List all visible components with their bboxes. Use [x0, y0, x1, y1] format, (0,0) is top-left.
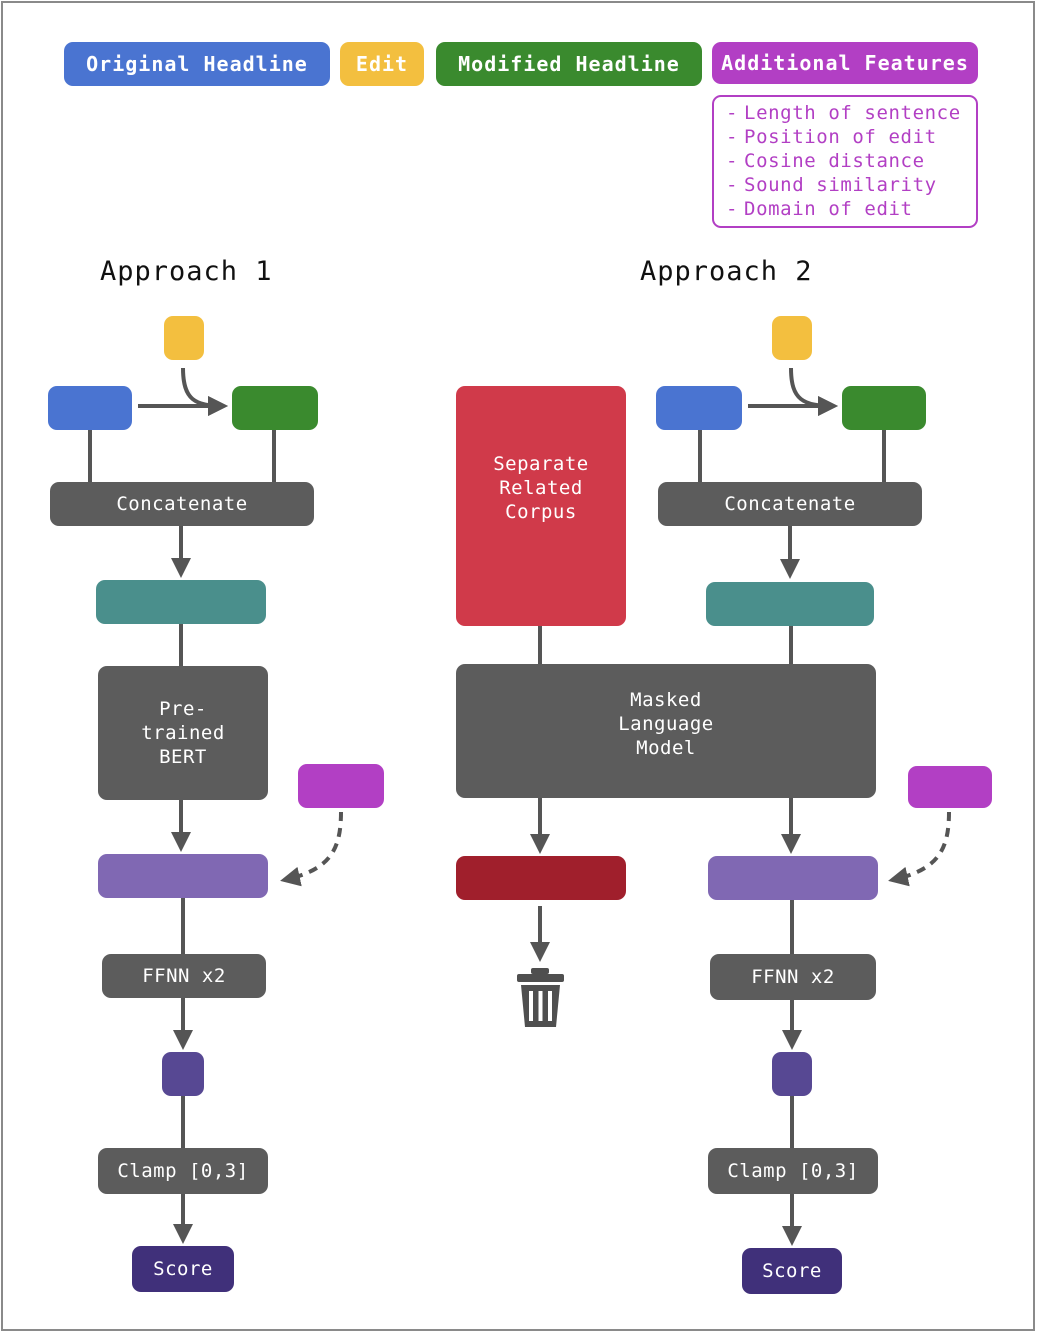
feature-item: -Length of sentence	[726, 102, 961, 124]
feature-item: -Cosine distance	[726, 150, 925, 172]
a2-features-node	[908, 766, 992, 808]
features-to-combined-arrow-2	[888, 811, 951, 887]
features-to-combined-arrow	[280, 811, 343, 887]
a2-clamp: Clamp [0,3]	[708, 1148, 878, 1194]
approach-1-title: Approach 1	[100, 256, 273, 287]
a1-ffnn: FFNN x2	[102, 954, 266, 998]
legend-additional-features: Additional Features	[712, 42, 978, 84]
legend-original-headline: Original Headline	[64, 42, 330, 86]
a2-combined-node	[708, 856, 878, 900]
a1-score: Score	[132, 1246, 234, 1292]
a2-discarded-node	[456, 856, 626, 900]
a2-separate-related-corpus: Separate Related Corpus	[456, 386, 626, 626]
edit-to-modified-arrow	[181, 367, 228, 416]
a1-original-node	[48, 386, 132, 430]
trash-icon	[517, 968, 564, 1027]
legend-edit: Edit	[340, 42, 424, 86]
a2-embedding-node	[706, 582, 874, 626]
legend-modified-headline: Modified Headline	[436, 42, 702, 86]
a1-embedding-node	[96, 580, 266, 624]
feature-item: -Domain of edit	[726, 198, 913, 220]
approach-2-title: Approach 2	[640, 256, 813, 287]
a2-original-node	[656, 386, 742, 430]
a1-pretrained-bert: Pre- trained BERT	[98, 666, 268, 800]
a1-concatenate: Concatenate	[50, 482, 314, 526]
a2-output-node	[772, 1052, 812, 1096]
a2-modified-node	[842, 386, 926, 430]
a1-clamp: Clamp [0,3]	[98, 1148, 268, 1194]
a2-edit-node	[772, 316, 812, 360]
a2-masked-language-model: Masked Language Model	[456, 664, 876, 798]
feature-item: -Sound similarity	[726, 174, 937, 196]
a1-modified-node	[232, 386, 318, 430]
edit-to-modified-arrow-2	[789, 367, 838, 416]
additional-features-list: -Length of sentence -Position of edit -C…	[712, 95, 978, 228]
a1-output-node	[162, 1052, 204, 1096]
feature-item: -Position of edit	[726, 126, 937, 148]
a2-concatenate: Concatenate	[658, 482, 922, 526]
a2-score: Score	[742, 1248, 842, 1294]
a1-combined-node	[98, 854, 268, 898]
a1-edit-node	[164, 316, 204, 360]
a2-ffnn: FFNN x2	[710, 954, 876, 1000]
a1-features-node	[298, 764, 384, 808]
